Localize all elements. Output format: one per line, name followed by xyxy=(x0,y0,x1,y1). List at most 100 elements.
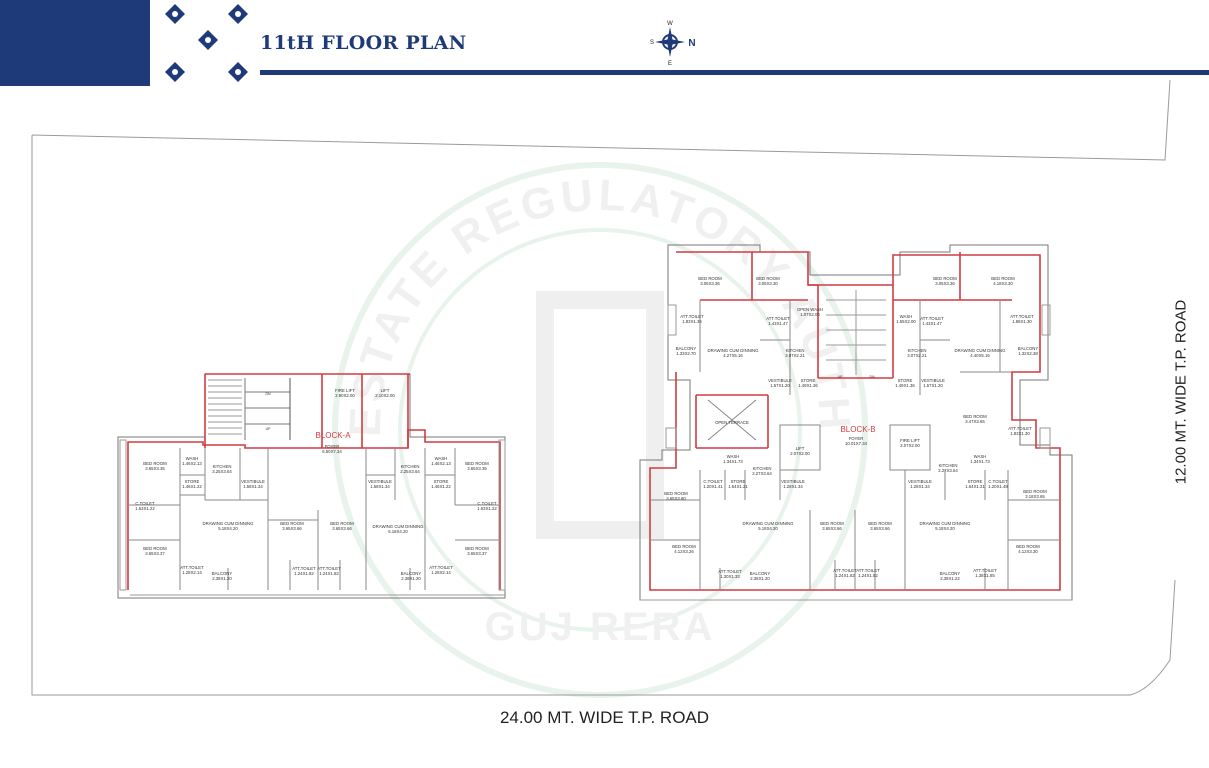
room-dim: 1.64X1.21 xyxy=(965,484,985,489)
room-label: LIFT xyxy=(381,388,390,393)
room-label: ATT.TOILET xyxy=(920,316,944,321)
room-label: WASH xyxy=(727,454,740,459)
room-dim: 1.28X2.14 xyxy=(182,570,202,575)
compass-e: E xyxy=(668,61,672,67)
room-dim: 5.18X4.20 xyxy=(218,526,238,531)
room-dim: 1.46X2.13 xyxy=(182,461,202,466)
room-label: DRAWING CUM DINNING xyxy=(373,524,425,529)
room-label: BED ROOM xyxy=(465,461,489,466)
room-label: WASH xyxy=(186,456,199,461)
room-dim: 3.25X3.64 xyxy=(212,469,232,474)
header-brand-block xyxy=(0,0,150,86)
room-label: KITCHEN xyxy=(753,466,772,471)
room-label: WASH xyxy=(900,314,913,319)
room-dim: 1.46X2.13 xyxy=(431,461,451,466)
stair-label: DN xyxy=(869,375,875,379)
room-dim: 1.24X1.82 xyxy=(858,573,878,578)
room-label: STORE xyxy=(801,378,816,383)
svg-text:REAL ESTATE REGULATORY AUTHORI: REAL ESTATE REGULATORY AUTHORITY xyxy=(0,80,860,438)
room-dim: 3.65X3.37 xyxy=(145,551,165,556)
room-dim: 5.18X4.20 xyxy=(388,529,408,534)
room-dim: 1.07X2.00 xyxy=(800,312,820,317)
room-label: VESTIBULE xyxy=(781,479,805,484)
room-label: ATT.TOILET xyxy=(180,565,204,570)
room-label: ATT.TOILET xyxy=(1010,314,1034,319)
room-dim: 6.50X7.34 xyxy=(322,449,342,454)
room-dim: 1.83X1.30 xyxy=(1010,431,1030,436)
room-dim: 3.65X3.35 xyxy=(467,466,487,471)
stair-label: UP xyxy=(266,427,272,431)
stair-label: DN xyxy=(265,392,271,396)
room-dim: 3.05X3.36 xyxy=(935,281,955,286)
room-dim: 1.49X1.36 xyxy=(798,383,818,388)
room-dim: 1.46X1.22 xyxy=(431,484,451,489)
room-label: BED ROOM xyxy=(820,521,844,526)
watermark-top: REAL ESTATE REGULATORY AUTHORITY xyxy=(0,80,856,438)
block-a-labels: BLOCK-A FOYER 6.50X7.34 FIRE LIFT 2.90X2… xyxy=(135,388,497,581)
room-label: BED ROOM xyxy=(664,491,688,496)
room-dim: 1.63X1.22 xyxy=(477,506,497,511)
room-dim: 3.07X2.21 xyxy=(785,353,805,358)
compass-icon: W E S N xyxy=(650,21,696,67)
room-label: FOYER xyxy=(325,444,340,449)
room-dim: 1.58X1.34 xyxy=(243,484,263,489)
room-label: ATT.TOILET xyxy=(680,314,704,319)
room-label: VESTIBULE xyxy=(768,378,792,383)
room-label: BALCONY xyxy=(676,346,697,351)
room-dim: 1.63X1.22 xyxy=(135,506,155,511)
page-title: 11tH FLOOR PLAN xyxy=(260,32,467,54)
room-dim: 3.65X3.66 xyxy=(282,526,302,531)
room-dim: 3.65X3.66 xyxy=(870,526,890,531)
room-label: ATT.TOILET xyxy=(973,568,997,573)
compass-n: N xyxy=(688,38,695,49)
room-dim: 1.34X1.73 xyxy=(970,459,990,464)
room-label: KITCHEN xyxy=(939,463,958,468)
room-label: BED ROOM xyxy=(933,276,957,281)
room-dim: 3.05X3.30 xyxy=(758,281,778,286)
room-dim: 1.20X1.41 xyxy=(703,484,723,489)
room-label: ATT.TOILET xyxy=(718,569,742,574)
watermark-bottom: GUJ RERA xyxy=(485,605,716,649)
room-dim: 1.24X1.82 xyxy=(319,571,339,576)
site-boundary xyxy=(31,80,1176,696)
room-label: BED ROOM xyxy=(280,521,304,526)
room-dim: 3.05X3.36 xyxy=(700,281,720,286)
room-label: WASH xyxy=(974,454,987,459)
room-dim: 3.65X3.66 xyxy=(332,526,352,531)
room-label: BALCONY xyxy=(401,571,422,576)
room-dim: 3.65X3.80 xyxy=(666,496,686,501)
room-dim: 3.18X3.65 xyxy=(1025,494,1045,499)
room-label: ATT.TOILET xyxy=(833,568,857,573)
room-label: LIFT xyxy=(796,446,805,451)
room-dim: 3.65X3.66 xyxy=(822,526,842,531)
room-dim: 1.57X1.20 xyxy=(923,383,943,388)
block-b xyxy=(639,244,1073,601)
room-label: BALCONY xyxy=(750,571,771,576)
room-label: STORE xyxy=(968,479,983,484)
room-label: ATT.TOILET xyxy=(292,566,316,571)
room-dim: 2.25X3.64 xyxy=(400,469,420,474)
room-dim: 1.32X2.38 xyxy=(1018,351,1038,356)
room-label: FIRE LIFT xyxy=(335,388,355,393)
room-dim: 1.43X1.47 xyxy=(922,321,942,326)
room-dim: 1.33X2.70 xyxy=(676,351,696,356)
diamond-ornament-icon xyxy=(165,4,248,82)
room-label: BED ROOM xyxy=(143,461,167,466)
room-label: KITCHEN xyxy=(786,348,805,353)
room-dim: 1.38X1.85 xyxy=(975,573,995,578)
road-label-bottom: 24.00 MT. WIDE T.P. ROAD xyxy=(499,708,710,727)
room-label: STORE xyxy=(185,479,200,484)
room-dim: 10.01X7.34 xyxy=(845,441,868,446)
room-dim: 3.65X3.37 xyxy=(467,551,487,556)
room-label: KITCHEN xyxy=(401,464,420,469)
room-dim: 4.40X5.16 xyxy=(970,353,990,358)
room-dim: 2.27X3.64 xyxy=(938,468,958,473)
room-dim: 2.38X1.20 xyxy=(401,576,421,581)
room-dim: 1.20X1.48 xyxy=(988,484,1008,489)
room-label: KITCHEN xyxy=(908,348,927,353)
room-label: DRAWING CUM DINNING xyxy=(708,348,760,353)
room-label: STORE xyxy=(731,479,746,484)
room-label: BED ROOM xyxy=(143,546,167,551)
room-label: ATT.TOILET xyxy=(1008,426,1032,431)
room-label: ATT.TOILET xyxy=(856,568,880,573)
